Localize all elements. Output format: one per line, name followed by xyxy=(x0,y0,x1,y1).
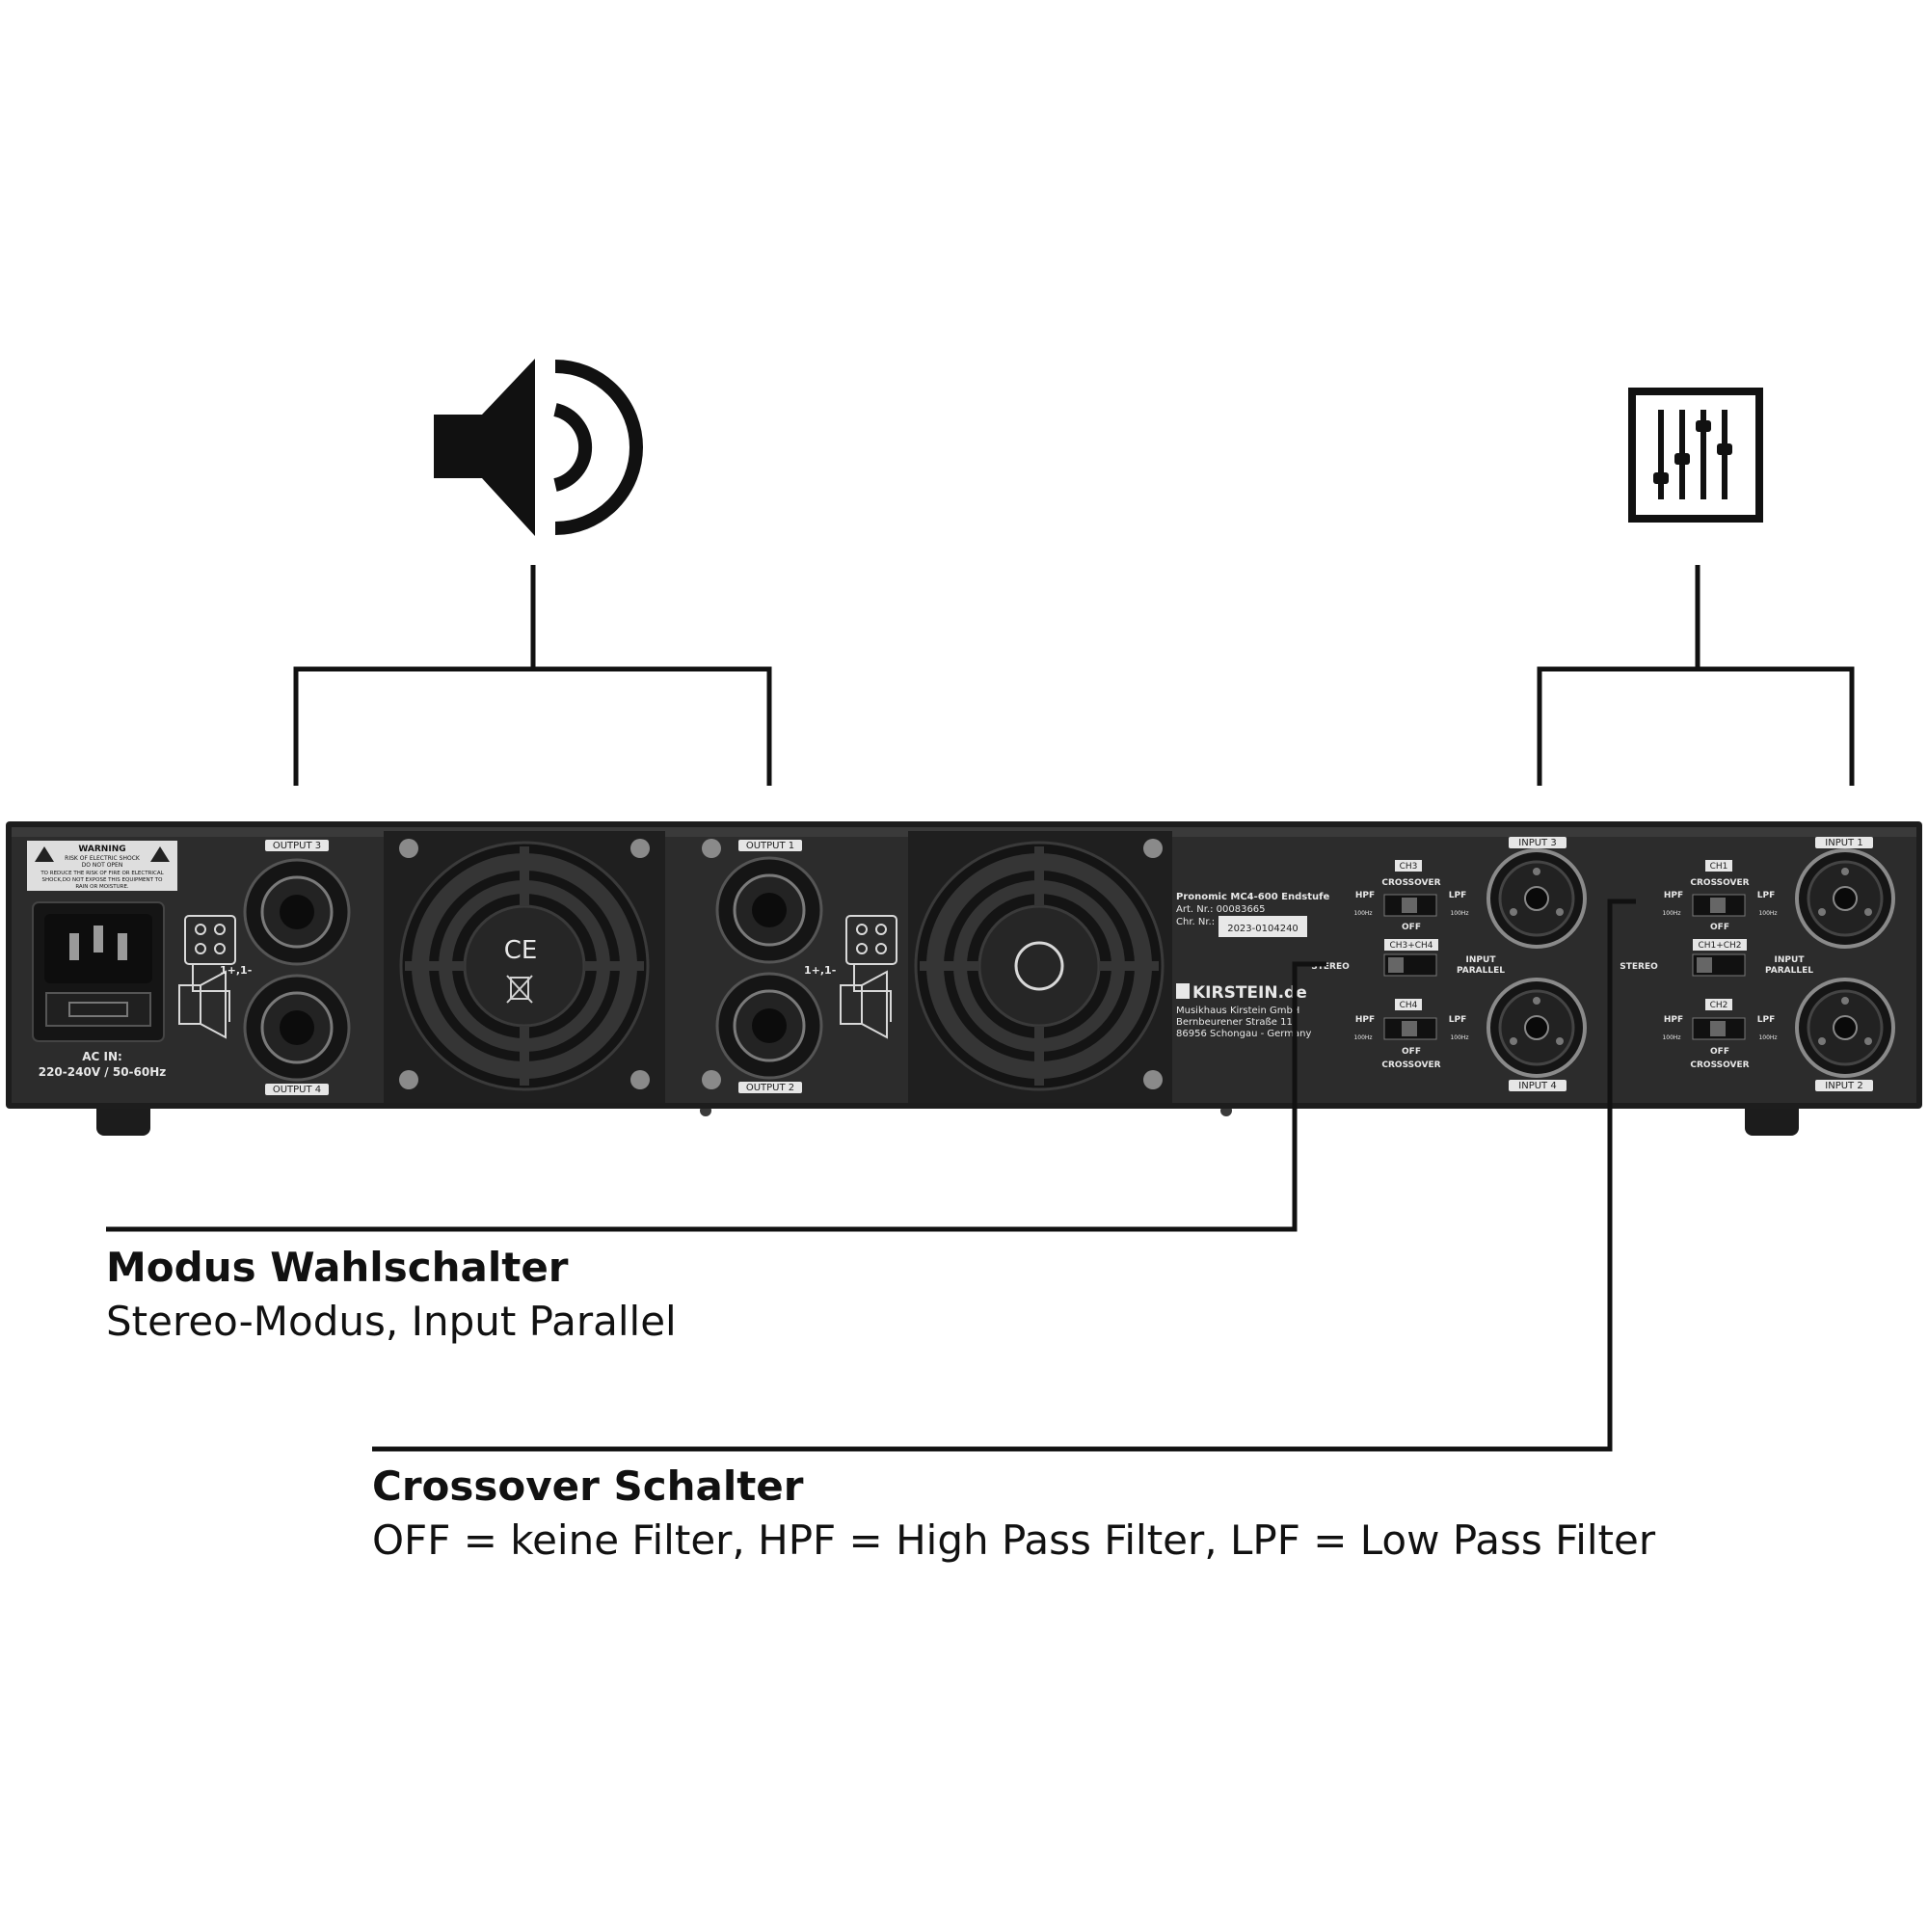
switch-block-ch1-ch2: CH1 CROSSOVER HPF LPF 100Hz 100Hz OFF CH… xyxy=(1620,860,1813,1070)
cooling-fan-right xyxy=(908,831,1172,1103)
ch1-ch2-label: CH1+CH2 xyxy=(1698,941,1741,951)
lpf-label: LPF xyxy=(1449,891,1466,900)
input-4-jack[interactable]: INPUT 4 xyxy=(1486,978,1587,1091)
crossover-label: CROSSOVER xyxy=(1381,878,1440,888)
recycle-icon xyxy=(1014,941,1064,991)
warning-line: RAIN OR MOISTURE. xyxy=(75,884,129,890)
off-label: OFF xyxy=(1402,923,1421,932)
output-1-jack[interactable]: OUTPUT 1 xyxy=(715,840,823,964)
crossover-switch-title: Crossover Schalter xyxy=(372,1462,804,1510)
crossover-label: CROSSOVER xyxy=(1690,878,1749,888)
brand-address-line: Musikhaus Kirstein GmbH xyxy=(1176,1006,1299,1016)
freq-label: 100Hz xyxy=(1758,1034,1777,1041)
hpf-label: HPF xyxy=(1664,891,1683,900)
freq-label: 100Hz xyxy=(1353,1034,1372,1041)
charge-number-label: Chr. Nr.: xyxy=(1176,917,1215,927)
mixer-faders-icon xyxy=(1628,388,1763,523)
input-2-jack[interactable]: INPUT 2 xyxy=(1795,978,1895,1091)
freq-label: 100Hz xyxy=(1450,1034,1468,1041)
kirstein-logo-icon xyxy=(1176,983,1190,999)
ac-power-inlet[interactable] xyxy=(32,901,165,1042)
outputs-bracket xyxy=(293,565,772,786)
crossover-switch-description: OFF = keine Filter, HPF = High Pass Filt… xyxy=(372,1516,1656,1564)
amplifier-rear-panel: WARNING RISK OF ELECTRIC SHOCK DO NOT OP… xyxy=(6,821,1922,1136)
brand-address-line: 86956 Schongau - Germany xyxy=(1176,1029,1311,1039)
brand-name: KIRSTEIN.de xyxy=(1192,983,1307,1003)
output-3-label: OUTPUT 3 xyxy=(273,841,321,851)
wiring-diagram-left xyxy=(178,915,236,1039)
input-4-label: INPUT 4 xyxy=(1518,1081,1556,1091)
mode-switch-leader xyxy=(106,961,1326,1232)
ch3-label: CH3 xyxy=(1400,862,1418,872)
warning-label: WARNING RISK OF ELECTRIC SHOCK DO NOT OP… xyxy=(27,841,177,891)
switch-block-ch3-ch4: CH3 CROSSOVER HPF LPF 100Hz 100Hz OFF CH… xyxy=(1311,860,1505,1070)
warning-line: TO REDUCE THE RISK OF FIRE OR ELECTRICAL xyxy=(40,871,164,876)
model-name: Pronomic MC4-600 Endstufe xyxy=(1176,892,1329,902)
stereo-label: STEREO xyxy=(1311,962,1350,972)
freq-label: 100Hz xyxy=(1450,910,1468,917)
warning-line: SHOCK,DO NOT EXPOSE THIS EQUIPMENT TO xyxy=(42,877,164,883)
cooling-fan-left: CE xyxy=(384,831,665,1103)
off-label: OFF xyxy=(1710,1047,1729,1057)
input-3-label: INPUT 3 xyxy=(1518,838,1556,848)
mode-switch-title: Modus Wahlschalter xyxy=(106,1244,569,1291)
output-2-jack[interactable]: OUTPUT 2 xyxy=(715,972,823,1093)
lpf-label: LPF xyxy=(1449,1015,1466,1025)
ch1-label: CH1 xyxy=(1710,862,1728,872)
freq-label: 100Hz xyxy=(1353,910,1372,917)
freq-label: 100Hz xyxy=(1662,1034,1680,1041)
output-3-jack[interactable]: OUTPUT 3 xyxy=(243,840,351,966)
crossover-label: CROSSOVER xyxy=(1690,1060,1749,1070)
label-plate: Pronomic MC4-600 Endstufe Art. Nr.: 0008… xyxy=(1176,892,1329,1039)
stereo-label: STEREO xyxy=(1620,962,1658,972)
brand-address-line: Bernbeurener Straße 11 xyxy=(1176,1017,1293,1028)
lpf-label: LPF xyxy=(1757,1015,1775,1025)
crossover-switch-leader xyxy=(372,899,1636,1452)
input-label: INPUT xyxy=(1775,955,1806,965)
serial-number: 2023-0104240 xyxy=(1227,924,1299,934)
hpf-label: HPF xyxy=(1664,1015,1683,1025)
parallel-label: PARALLEL xyxy=(1457,966,1505,976)
input-2-label: INPUT 2 xyxy=(1825,1081,1862,1091)
ac-in-label: AC IN: xyxy=(82,1050,122,1063)
input-1-label: INPUT 1 xyxy=(1825,838,1862,848)
ch4-label: CH4 xyxy=(1400,1001,1418,1010)
hpf-label: HPF xyxy=(1355,891,1375,900)
ch3-ch4-label: CH3+CH4 xyxy=(1389,941,1433,951)
ce-mark: CE xyxy=(504,936,538,965)
article-number: Art. Nr.: 00083665 xyxy=(1176,904,1266,915)
wiring-diagram-right xyxy=(840,915,897,1039)
parallel-label: PARALLEL xyxy=(1765,966,1813,976)
speaker-icon xyxy=(434,359,643,536)
ac-in-spec: 220-240V / 50-60Hz xyxy=(39,1065,167,1079)
warning-line: RISK OF ELECTRIC SHOCK xyxy=(65,855,141,862)
output-1-label: OUTPUT 1 xyxy=(746,841,794,851)
input-3-jack[interactable]: INPUT 3 xyxy=(1486,837,1587,949)
mode-switch-description: Stereo-Modus, Input Parallel xyxy=(106,1298,677,1345)
output-2-label: OUTPUT 2 xyxy=(746,1083,794,1093)
pin-label-right: 1+,1- xyxy=(804,964,836,977)
off-label: OFF xyxy=(1710,923,1729,932)
output-4-jack[interactable]: OUTPUT 4 xyxy=(243,974,351,1095)
output-4-label: OUTPUT 4 xyxy=(273,1085,321,1095)
crossover-label: CROSSOVER xyxy=(1381,1060,1440,1070)
warning-line: DO NOT OPEN xyxy=(82,862,123,869)
freq-label: 100Hz xyxy=(1662,910,1680,917)
input-label: INPUT xyxy=(1466,955,1497,965)
hpf-label: HPF xyxy=(1355,1015,1375,1025)
freq-label: 100Hz xyxy=(1758,910,1777,917)
warning-title: WARNING xyxy=(78,845,125,854)
ch2-label: CH2 xyxy=(1710,1001,1728,1010)
pin-label-left: 1+,1- xyxy=(220,964,252,977)
inputs-bracket xyxy=(1537,565,1855,786)
input-1-jack[interactable]: INPUT 1 xyxy=(1795,837,1895,949)
off-label: OFF xyxy=(1402,1047,1421,1057)
lpf-label: LPF xyxy=(1757,891,1775,900)
